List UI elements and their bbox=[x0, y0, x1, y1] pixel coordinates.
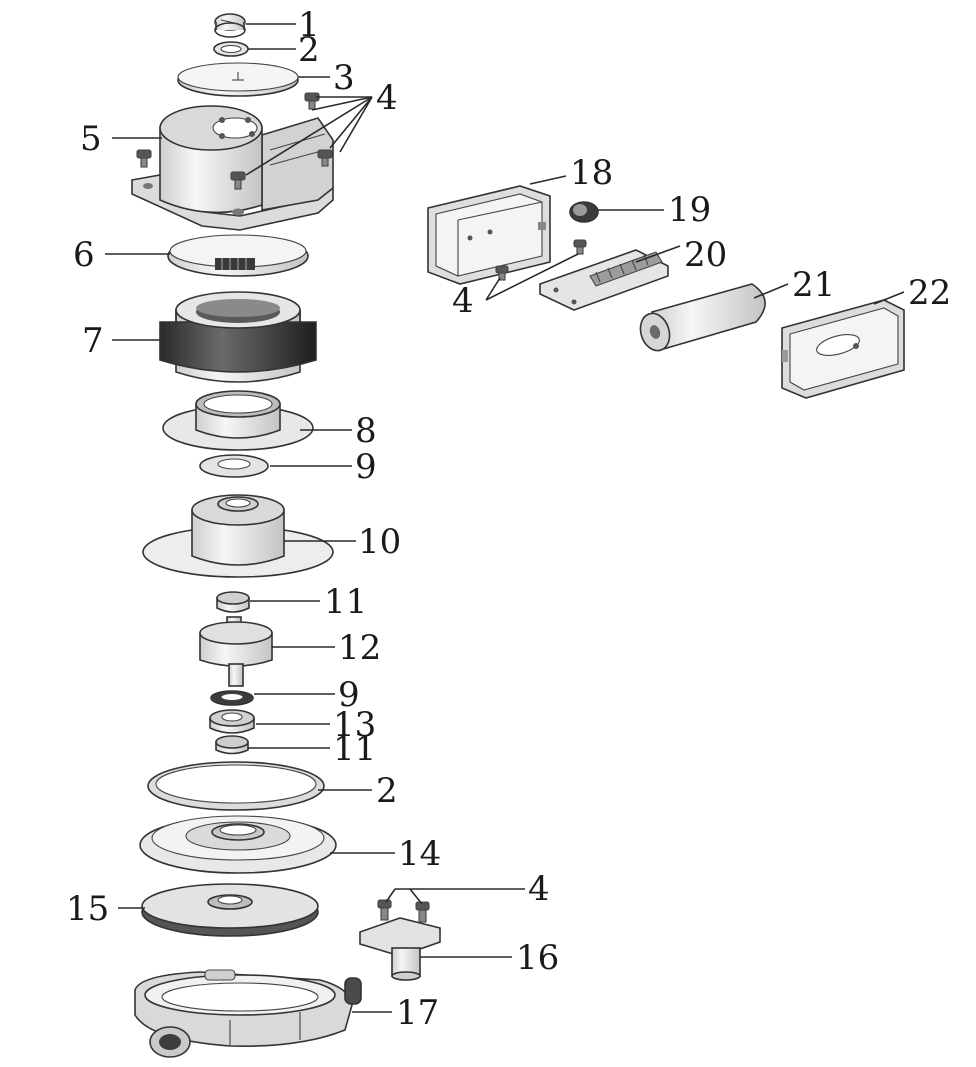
part-18-terminal-box bbox=[427, 185, 551, 285]
callout-10: 10 bbox=[358, 522, 401, 562]
callout-labels: 1 2 3 4 5 6 7 8 9 10 11 12 9 13 11 2 14 … bbox=[66, 5, 951, 1033]
part-21-capacitor bbox=[639, 283, 766, 352]
part-2-oring-small bbox=[213, 41, 249, 57]
callout-17: 17 bbox=[396, 993, 439, 1033]
screw bbox=[573, 239, 587, 255]
callout-3: 3 bbox=[333, 58, 355, 98]
part-9-washer-lower bbox=[210, 690, 254, 706]
callout-19: 19 bbox=[668, 190, 711, 230]
screw bbox=[136, 149, 152, 168]
callout-8: 8 bbox=[355, 411, 377, 451]
screw bbox=[317, 149, 333, 167]
screw bbox=[377, 899, 392, 921]
callout-4-terminal: 4 bbox=[452, 281, 474, 321]
part-17-pump-housing bbox=[134, 969, 362, 1058]
part-11-bushing-upper bbox=[216, 591, 250, 613]
screw bbox=[230, 171, 246, 190]
screw bbox=[304, 92, 320, 110]
part-4-screws-terminal bbox=[495, 239, 587, 281]
callout-4-top: 4 bbox=[376, 78, 398, 118]
part-10-can bbox=[142, 494, 334, 578]
part-8-flange bbox=[162, 390, 314, 451]
screw bbox=[495, 265, 509, 281]
part-1-cap bbox=[214, 13, 246, 38]
part-13-bearing bbox=[209, 709, 255, 734]
part-2-oring-large bbox=[147, 761, 325, 811]
part-3-cover-disc bbox=[177, 62, 299, 97]
callout-20: 20 bbox=[684, 235, 727, 275]
callout-9-lower: 9 bbox=[338, 675, 360, 715]
part-16-bracket bbox=[359, 899, 441, 981]
part-5-top-housing bbox=[131, 105, 334, 231]
part-11-bushing-lower bbox=[215, 735, 249, 755]
callout-18: 18 bbox=[570, 153, 613, 193]
callout-22: 22 bbox=[908, 273, 951, 313]
leader-lines bbox=[105, 23, 905, 1013]
callout-1: 1 bbox=[298, 5, 320, 45]
callout-9-upper: 9 bbox=[355, 447, 377, 487]
callout-7: 7 bbox=[82, 321, 104, 361]
part-14-pump-plate bbox=[139, 815, 337, 874]
callout-16: 16 bbox=[516, 938, 559, 978]
callout-12: 12 bbox=[338, 628, 381, 668]
callout-11-lower: 11 bbox=[333, 729, 376, 769]
callout-4-bottom: 4 bbox=[528, 869, 550, 909]
part-20-terminal-block bbox=[539, 249, 669, 311]
callout-14: 14 bbox=[398, 834, 441, 874]
part-9-washer-upper bbox=[199, 454, 269, 478]
callout-5: 5 bbox=[80, 119, 102, 159]
part-6-cup bbox=[167, 234, 309, 277]
callout-15: 15 bbox=[66, 889, 109, 929]
callout-6: 6 bbox=[73, 235, 95, 275]
part-7-stator bbox=[159, 291, 317, 383]
part-15-impeller bbox=[141, 883, 319, 937]
part-22-box-cover bbox=[781, 299, 905, 399]
callout-2-lower: 2 bbox=[376, 771, 398, 811]
screw bbox=[415, 901, 430, 923]
part-19-gland-nut bbox=[569, 201, 599, 223]
callout-11-upper: 11 bbox=[324, 582, 367, 622]
callout-2-upper: 2 bbox=[298, 30, 320, 70]
part-12-rotor bbox=[199, 616, 273, 687]
callout-21: 21 bbox=[792, 265, 835, 305]
callout-13: 13 bbox=[333, 705, 376, 745]
